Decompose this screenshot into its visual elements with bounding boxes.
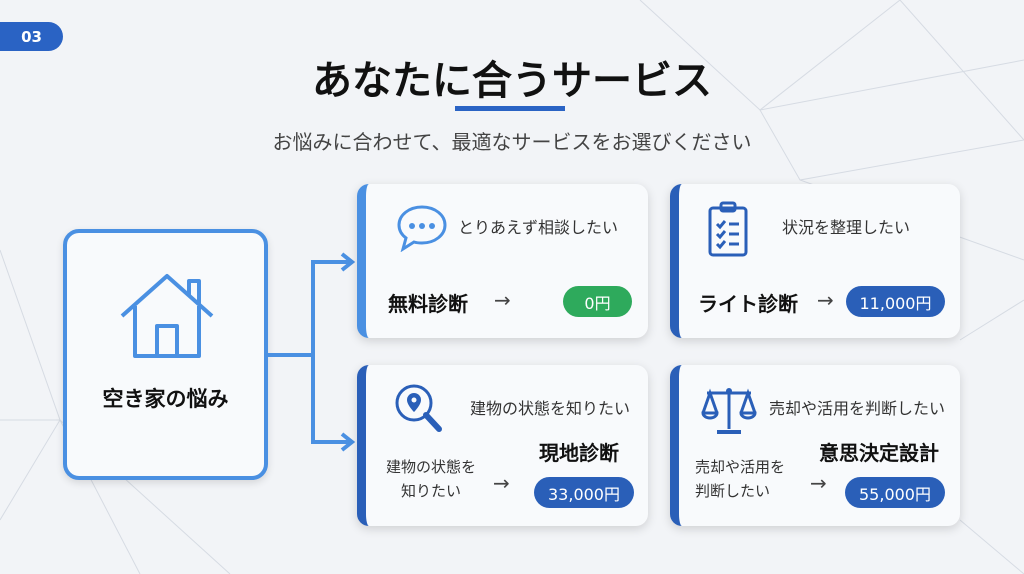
arrow-icon: → xyxy=(817,288,834,312)
service-name: 意思決定設計 xyxy=(819,441,939,465)
title-underline xyxy=(455,106,565,111)
service-need: 売却や活用を判断したい xyxy=(769,399,946,418)
price-badge: 55,000円 xyxy=(845,477,945,508)
price-badge: 0円 xyxy=(563,286,632,317)
description-line: 建物の状態を xyxy=(385,458,476,476)
service-card-free[interactable]: とりあえず相談したい 無料診断 → 0円 xyxy=(357,184,648,338)
service-need: 状況を整理したい xyxy=(782,218,911,237)
house-icon xyxy=(120,274,214,358)
price-badge: 11,000円 xyxy=(846,286,945,317)
service-card-onsite[interactable]: 建物の状態を知りたい 現地診断 建物の状態を知りたい → 33,000円 xyxy=(357,365,648,526)
arrow-icon: → xyxy=(810,471,827,495)
arrow-icon: → xyxy=(493,471,510,495)
page-title: あなたに合うサービス xyxy=(312,58,712,104)
service-description: 建物の状態を知りたい xyxy=(376,455,486,503)
description-line: 判断したい xyxy=(695,482,771,500)
chat-bubble-icon xyxy=(397,205,447,252)
arrow-icon: → xyxy=(494,288,511,312)
location-search-icon xyxy=(395,384,442,432)
service-description: 売却や活用を判断したい xyxy=(695,455,805,503)
description-line: 知りたい xyxy=(400,482,461,500)
clipboard-checklist-icon xyxy=(708,201,748,257)
service-card-decision[interactable]: 売却や活用を判断したい 意思決定設計 売却や活用を判断したい → 55,000円 xyxy=(670,365,960,526)
problem-label: 空き家の悩み xyxy=(102,387,229,411)
service-card-light[interactable]: 状況を整理したい ライト診断 → 11,000円 xyxy=(670,184,960,338)
price-badge: 33,000円 xyxy=(534,477,634,508)
service-name: ライト診断 xyxy=(698,292,798,316)
service-name: 無料診断 xyxy=(388,292,468,316)
slide-number-badge: 03 xyxy=(0,22,63,51)
service-name: 現地診断 xyxy=(539,441,619,465)
service-need: 建物の状態を知りたい xyxy=(470,399,631,418)
problem-card: 空き家の悩み xyxy=(63,229,268,480)
description-line: 売却や活用を xyxy=(695,458,786,476)
page-subtitle: お悩みに合わせて、最適なサービスをお選びください xyxy=(272,130,752,154)
scale-icon xyxy=(701,388,757,434)
service-need: とりあえず相談したい xyxy=(458,218,619,237)
